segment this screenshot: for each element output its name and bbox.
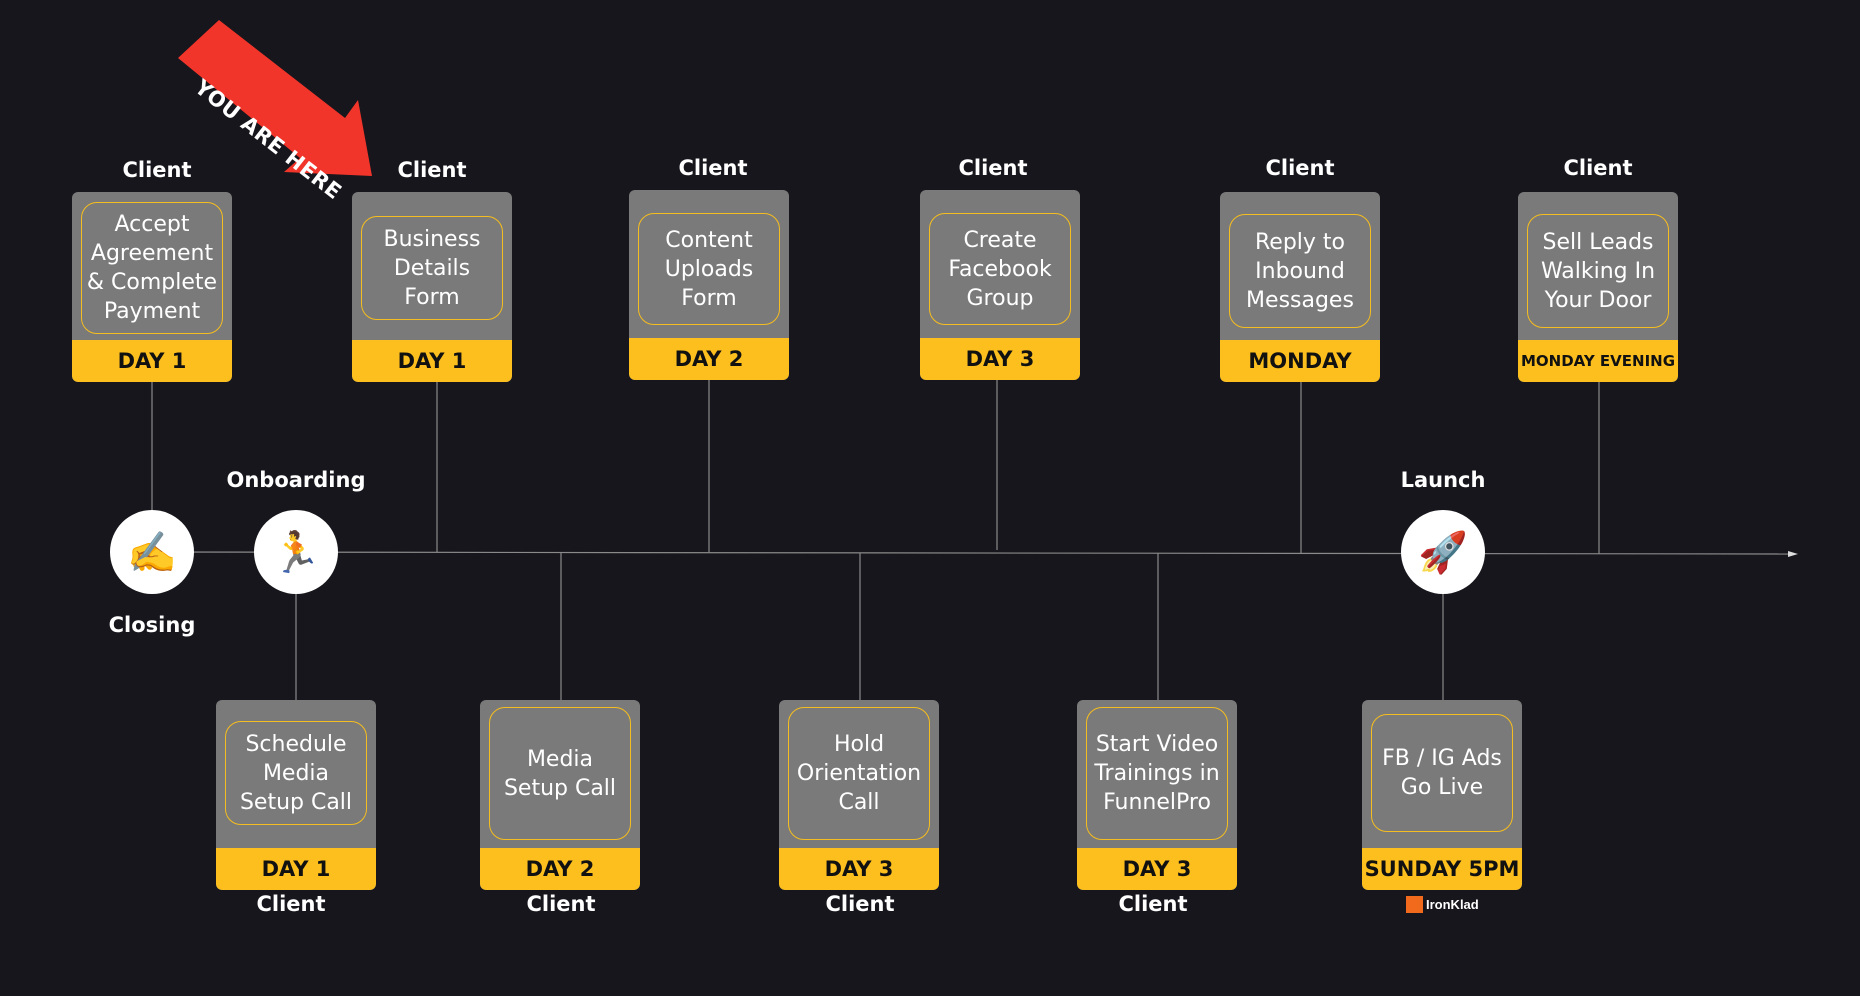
step-task: Accept Agreement & Complete Payment <box>81 202 223 334</box>
step-when: DAY 1 <box>72 340 232 382</box>
you-are-here-arrow <box>178 20 372 176</box>
step-when: DAY 3 <box>1077 848 1237 890</box>
step-role: Client <box>1563 156 1633 180</box>
step-role: Client <box>825 892 895 916</box>
step-role: Client <box>678 156 748 180</box>
phase-label-closing: Closing <box>108 613 196 637</box>
step-when: DAY 3 <box>779 848 939 890</box>
logo-mark-icon <box>1406 896 1423 913</box>
writing-hand-icon: ✍️ <box>110 510 194 594</box>
step-card: Content Uploads Form DAY 2 <box>629 190 789 380</box>
step-when: MONDAY EVENING <box>1518 340 1678 382</box>
step-card: Start Video Trainings in FunnelPro DAY 3 <box>1077 700 1237 890</box>
step-task: Sell Leads Walking In Your Door <box>1527 214 1669 328</box>
step-task: Start Video Trainings in FunnelPro <box>1086 707 1228 840</box>
step-role: Client <box>1265 156 1335 180</box>
step-task: FB / IG Ads Go Live <box>1371 714 1513 832</box>
step-role: Client <box>122 158 192 182</box>
step-when: SUNDAY 5PM <box>1362 848 1522 890</box>
ironklad-logo: IronKlad <box>1406 896 1479 913</box>
step-task: Hold Orientation Call <box>788 707 930 840</box>
logo-text: IronKlad <box>1426 897 1479 912</box>
phase-label-launch: Launch <box>1400 468 1486 492</box>
step-card: Reply to Inbound Messages MONDAY <box>1220 192 1380 382</box>
step-card: Create Facebook Group DAY 3 <box>920 190 1080 380</box>
step-role: Client <box>256 892 326 916</box>
step-card: FB / IG Ads Go Live SUNDAY 5PM <box>1362 700 1522 890</box>
step-card: Business Details Form DAY 1 <box>352 192 512 382</box>
step-role: Client <box>526 892 596 916</box>
step-role: Client <box>397 158 467 182</box>
phase-label-onboarding: Onboarding <box>226 468 366 492</box>
step-role: Client <box>958 156 1028 180</box>
rocket-icon: 🚀 <box>1401 510 1485 594</box>
step-card: Schedule Media Setup Call DAY 1 <box>216 700 376 890</box>
step-role: Client <box>1118 892 1188 916</box>
step-task: Content Uploads Form <box>638 213 780 325</box>
step-task: Business Details Form <box>361 216 503 320</box>
step-when: DAY 3 <box>920 338 1080 380</box>
step-when: DAY 1 <box>216 848 376 890</box>
step-when: MONDAY <box>1220 340 1380 382</box>
running-person-icon: 🏃 <box>254 510 338 594</box>
step-card: Hold Orientation Call DAY 3 <box>779 700 939 890</box>
timeline-arrowhead <box>1788 551 1798 557</box>
timeline-axis <box>149 551 1796 555</box>
step-card: Accept Agreement & Complete Payment DAY … <box>72 192 232 382</box>
step-task: Create Facebook Group <box>929 213 1071 325</box>
step-task: Reply to Inbound Messages <box>1229 214 1371 328</box>
step-task: Schedule Media Setup Call <box>225 721 367 825</box>
step-when: DAY 1 <box>352 340 512 382</box>
step-card: Media Setup Call DAY 2 <box>480 700 640 890</box>
step-task: Media Setup Call <box>489 707 631 840</box>
step-when: DAY 2 <box>480 848 640 890</box>
step-card: Sell Leads Walking In Your Door MONDAY E… <box>1518 192 1678 382</box>
step-when: DAY 2 <box>629 338 789 380</box>
